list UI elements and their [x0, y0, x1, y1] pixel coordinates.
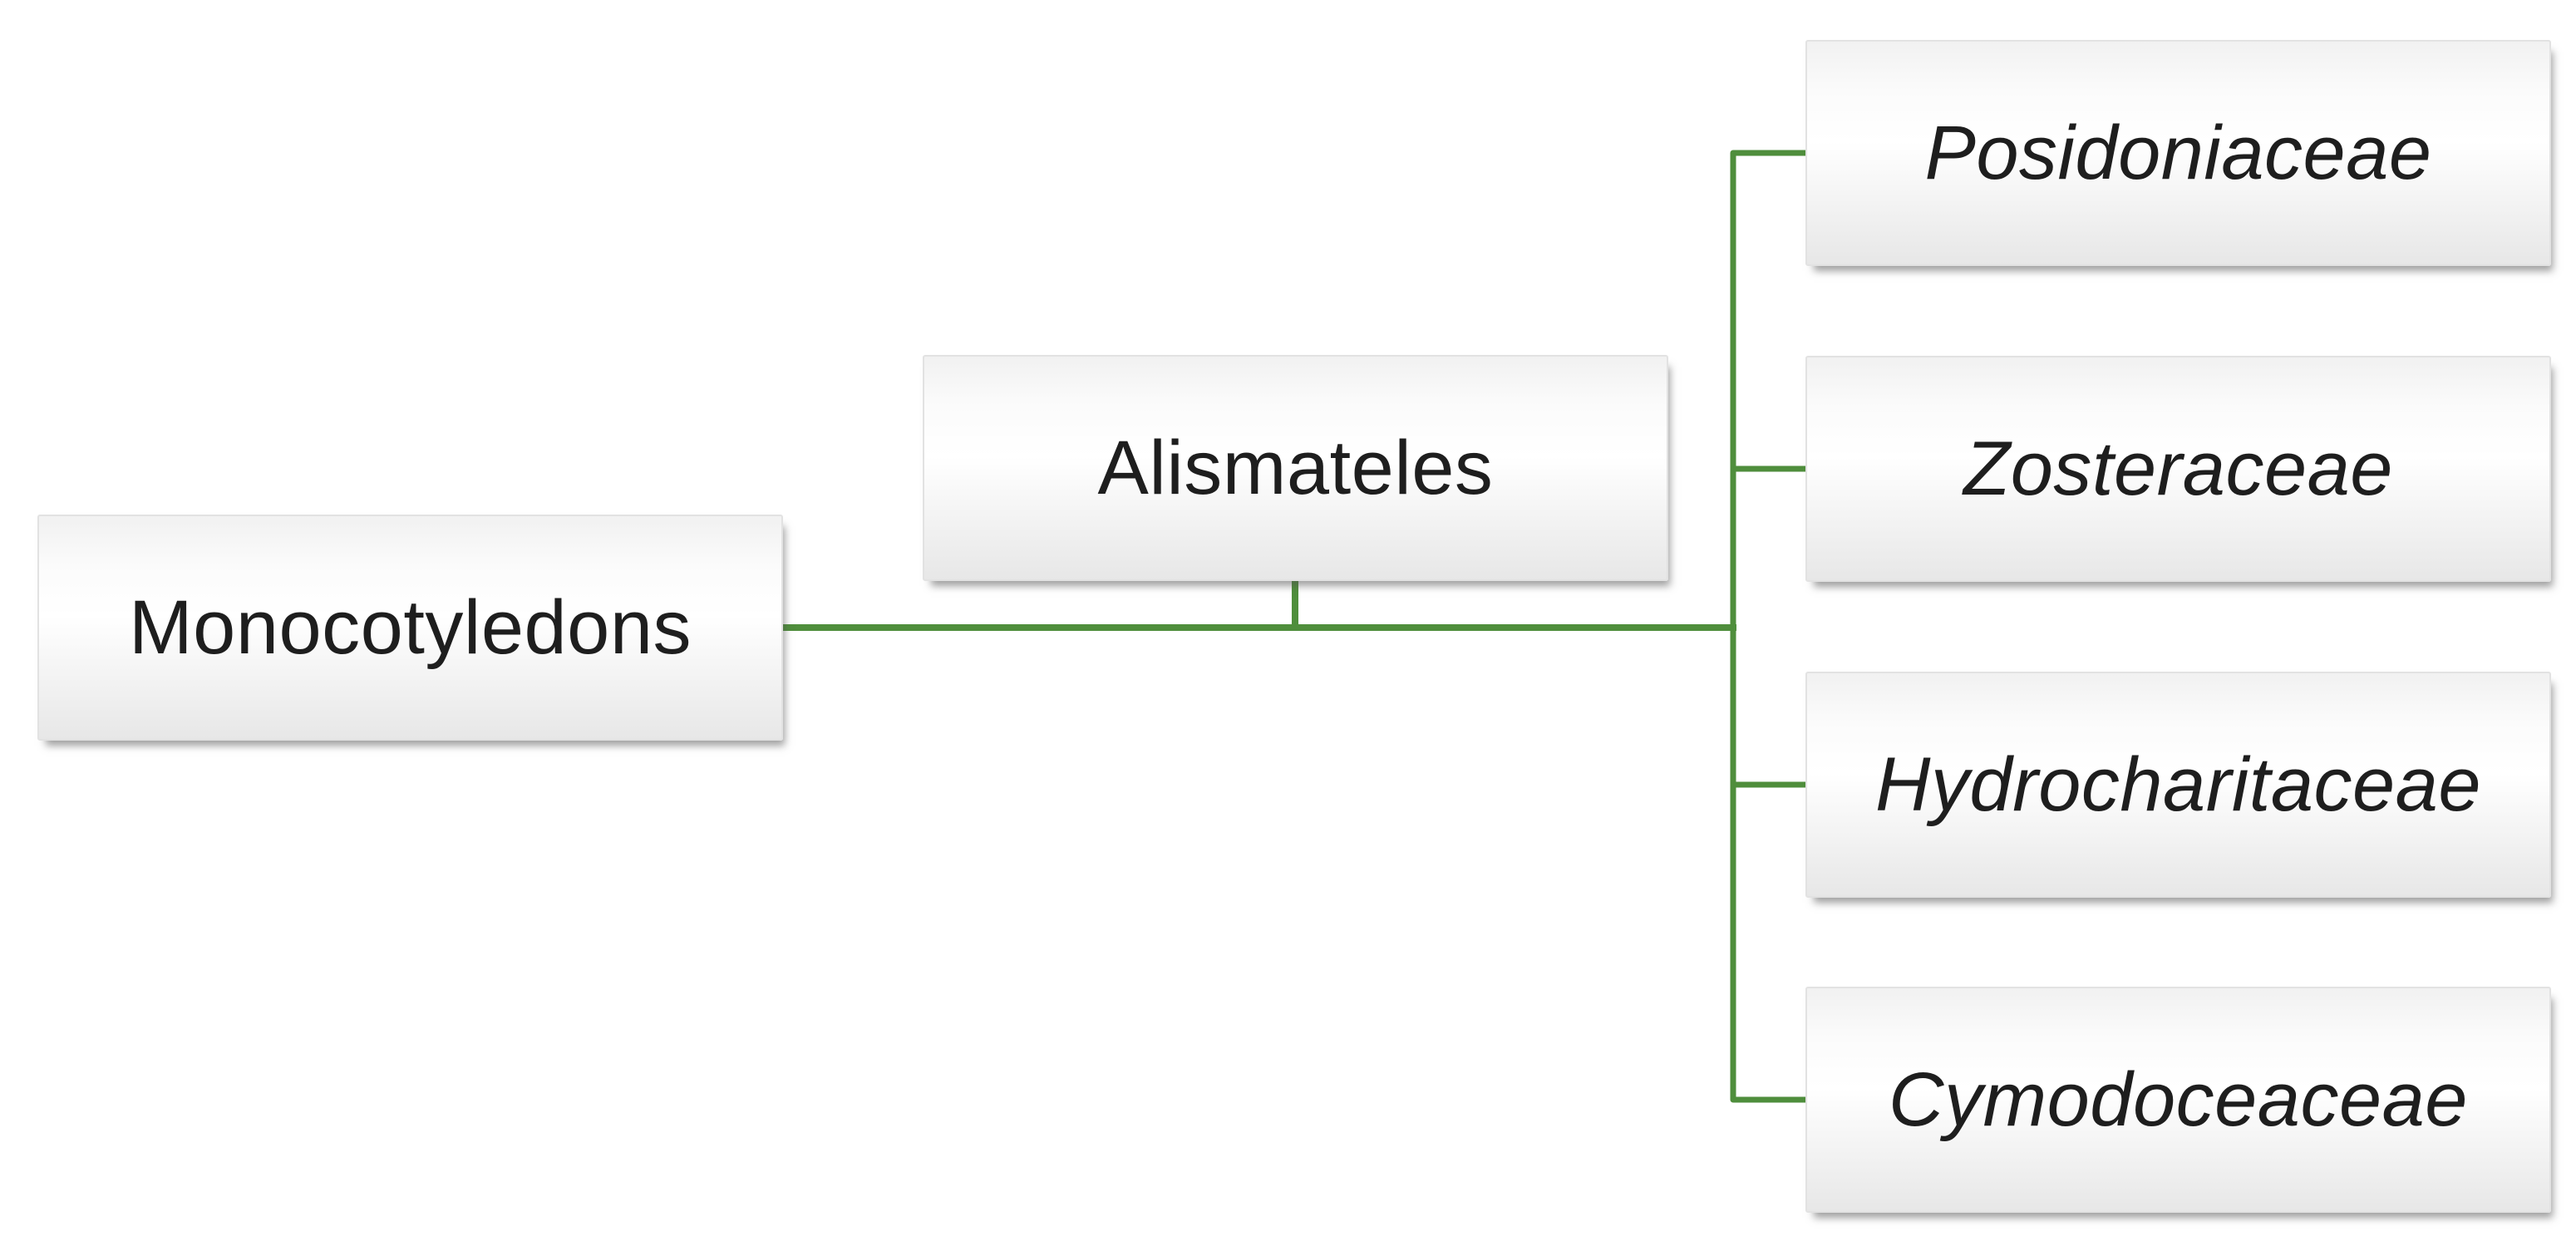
node-alismateles-label: Alismateles: [1097, 426, 1494, 510]
node-cymodoceaceae: Cymodoceaceae: [1805, 987, 2551, 1213]
node-zosteraceae-label: Zosteraceae: [1963, 426, 2393, 511]
node-posidoniaceae: Posidoniaceae: [1805, 40, 2551, 266]
node-posidoniaceae-label: Posidoniaceae: [1924, 111, 2432, 195]
node-monocotyledons: Monocotyledons: [37, 515, 783, 741]
node-zosteraceae: Zosteraceae: [1805, 356, 2551, 582]
node-hydrocharitaceae-label: Hydrocharitaceae: [1874, 742, 2482, 827]
node-hydrocharitaceae: Hydrocharitaceae: [1805, 672, 2551, 898]
node-monocotyledons-label: Monocotyledons: [129, 585, 692, 670]
node-cymodoceaceae-label: Cymodoceaceae: [1889, 1057, 2468, 1142]
connector-trunk: [1730, 150, 1807, 1103]
node-alismateles: Alismateles: [923, 355, 1668, 581]
